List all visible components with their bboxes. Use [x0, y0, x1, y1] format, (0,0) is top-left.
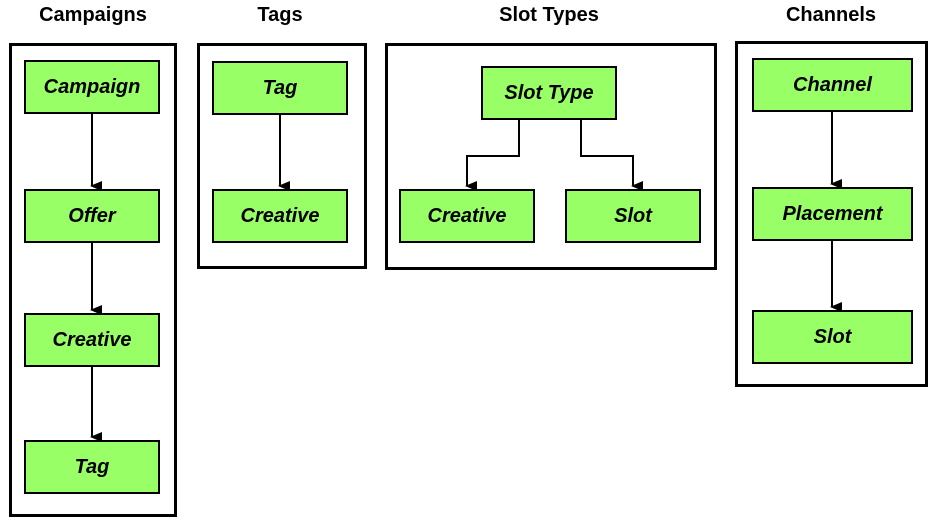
node-channels-channel: Channel	[752, 58, 913, 112]
group-title-slot-types: Slot Types	[499, 4, 599, 26]
group-frame-tags	[197, 43, 367, 269]
node-slot-types-slot: Slot	[565, 189, 701, 243]
group-frame-slot-types	[385, 43, 717, 270]
group-frame-channels	[735, 41, 928, 387]
node-campaigns-offer: Offer	[24, 189, 160, 243]
node-tags-creative: Creative	[212, 189, 348, 243]
node-slot-types-creative: Creative	[399, 189, 535, 243]
group-title-campaigns: Campaigns	[39, 4, 147, 26]
group-title-channels: Channels	[785, 4, 877, 26]
node-campaigns-campaign: Campaign	[24, 60, 160, 114]
node-campaigns-tag: Tag	[24, 440, 160, 494]
node-campaigns-creative: Creative	[24, 313, 160, 367]
node-channels-slot: Slot	[752, 310, 913, 364]
node-channels-placement: Placement	[752, 187, 913, 241]
group-frame-campaigns	[9, 43, 177, 517]
group-title-tags: Tags	[257, 4, 303, 26]
node-slot-types-slot-type: Slot Type	[481, 66, 617, 120]
node-tags-tag: Tag	[212, 61, 348, 115]
